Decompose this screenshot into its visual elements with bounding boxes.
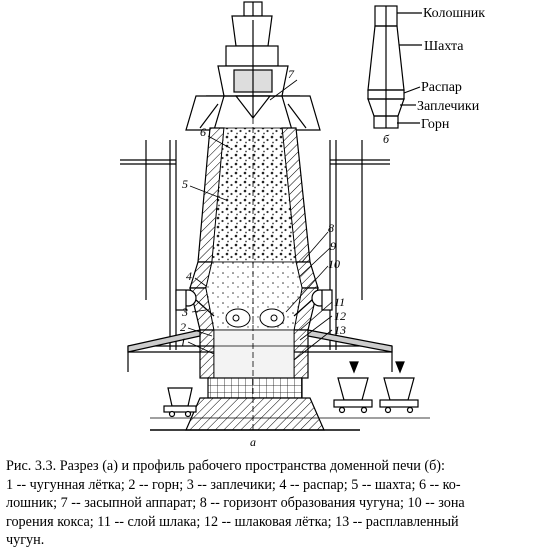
molten-iron — [213, 329, 295, 379]
profile-gorn — [373, 115, 399, 129]
part-label-8: 8 — [328, 221, 334, 235]
foundation — [185, 397, 325, 431]
profile-label-shakhta: Шахта — [424, 39, 464, 54]
coke-combustion-zones — [225, 308, 285, 328]
gas-uptakes — [185, 95, 321, 131]
caption-line: лошник; 7 -- засыпной аппарат; 8 -- гори… — [6, 495, 465, 511]
part-label-10: 10 — [328, 257, 340, 271]
part-label-11: 11 — [334, 295, 345, 309]
shaft-charge — [211, 127, 297, 263]
part-leaders — [187, 79, 333, 361]
part-label-3: 3 — [181, 305, 188, 319]
blast-furnace-diagram: Колошник Шахта Распар Заплечики Горн б — [120, 1, 485, 449]
section-letter: а — [250, 435, 256, 449]
furnace-section — [120, 1, 430, 432]
part-label-1: 1 — [180, 335, 186, 349]
part-label-6: 6 — [200, 125, 206, 139]
part-label-4: 4 — [186, 269, 192, 283]
profile-label-koloshnik: Колошник — [423, 6, 485, 21]
ladle-car-right-2 — [379, 361, 419, 414]
bustle-pipe — [175, 289, 333, 317]
part-label-9: 9 — [330, 239, 336, 253]
part-label-7: 7 — [288, 67, 295, 81]
hearth-interior — [205, 261, 303, 331]
caption-line: Рис. 3.3. Разрез (а) и профиль рабочего … — [6, 458, 445, 474]
part-number-labels: 7 6 5 4 3 2 1 8 9 10 11 12 13 — [180, 67, 346, 349]
caption-line: горения кокса; 11 -- слой шлака; 12 -- ш… — [6, 513, 459, 530]
profile-letter: б — [383, 132, 390, 146]
caption-line: 1 -- чугунная лётка; 2 -- горн; 3 -- зап… — [6, 476, 461, 493]
part-label-5: 5 — [182, 177, 188, 191]
casthouse-platform — [127, 329, 393, 372]
ladle-car-right-1 — [333, 361, 373, 414]
ladle-car-left — [163, 387, 197, 418]
hearth-bottom-grid — [207, 377, 303, 399]
furnace-profile — [367, 5, 422, 129]
part-label-13: 13 — [334, 323, 346, 337]
figure-caption: Рис. 3.3. Разрез (а) и профиль рабочего … — [6, 457, 546, 550]
caption-line: чугун. — [6, 532, 45, 548]
support-columns — [120, 140, 390, 350]
profile-label-zaplechiki: Заплечики — [417, 99, 480, 114]
part-label-2: 2 — [180, 320, 186, 334]
part-label-12: 12 — [334, 309, 346, 323]
profile-label-gorn: Горн — [421, 117, 450, 132]
profile-label-raspar: Распар — [421, 80, 462, 95]
